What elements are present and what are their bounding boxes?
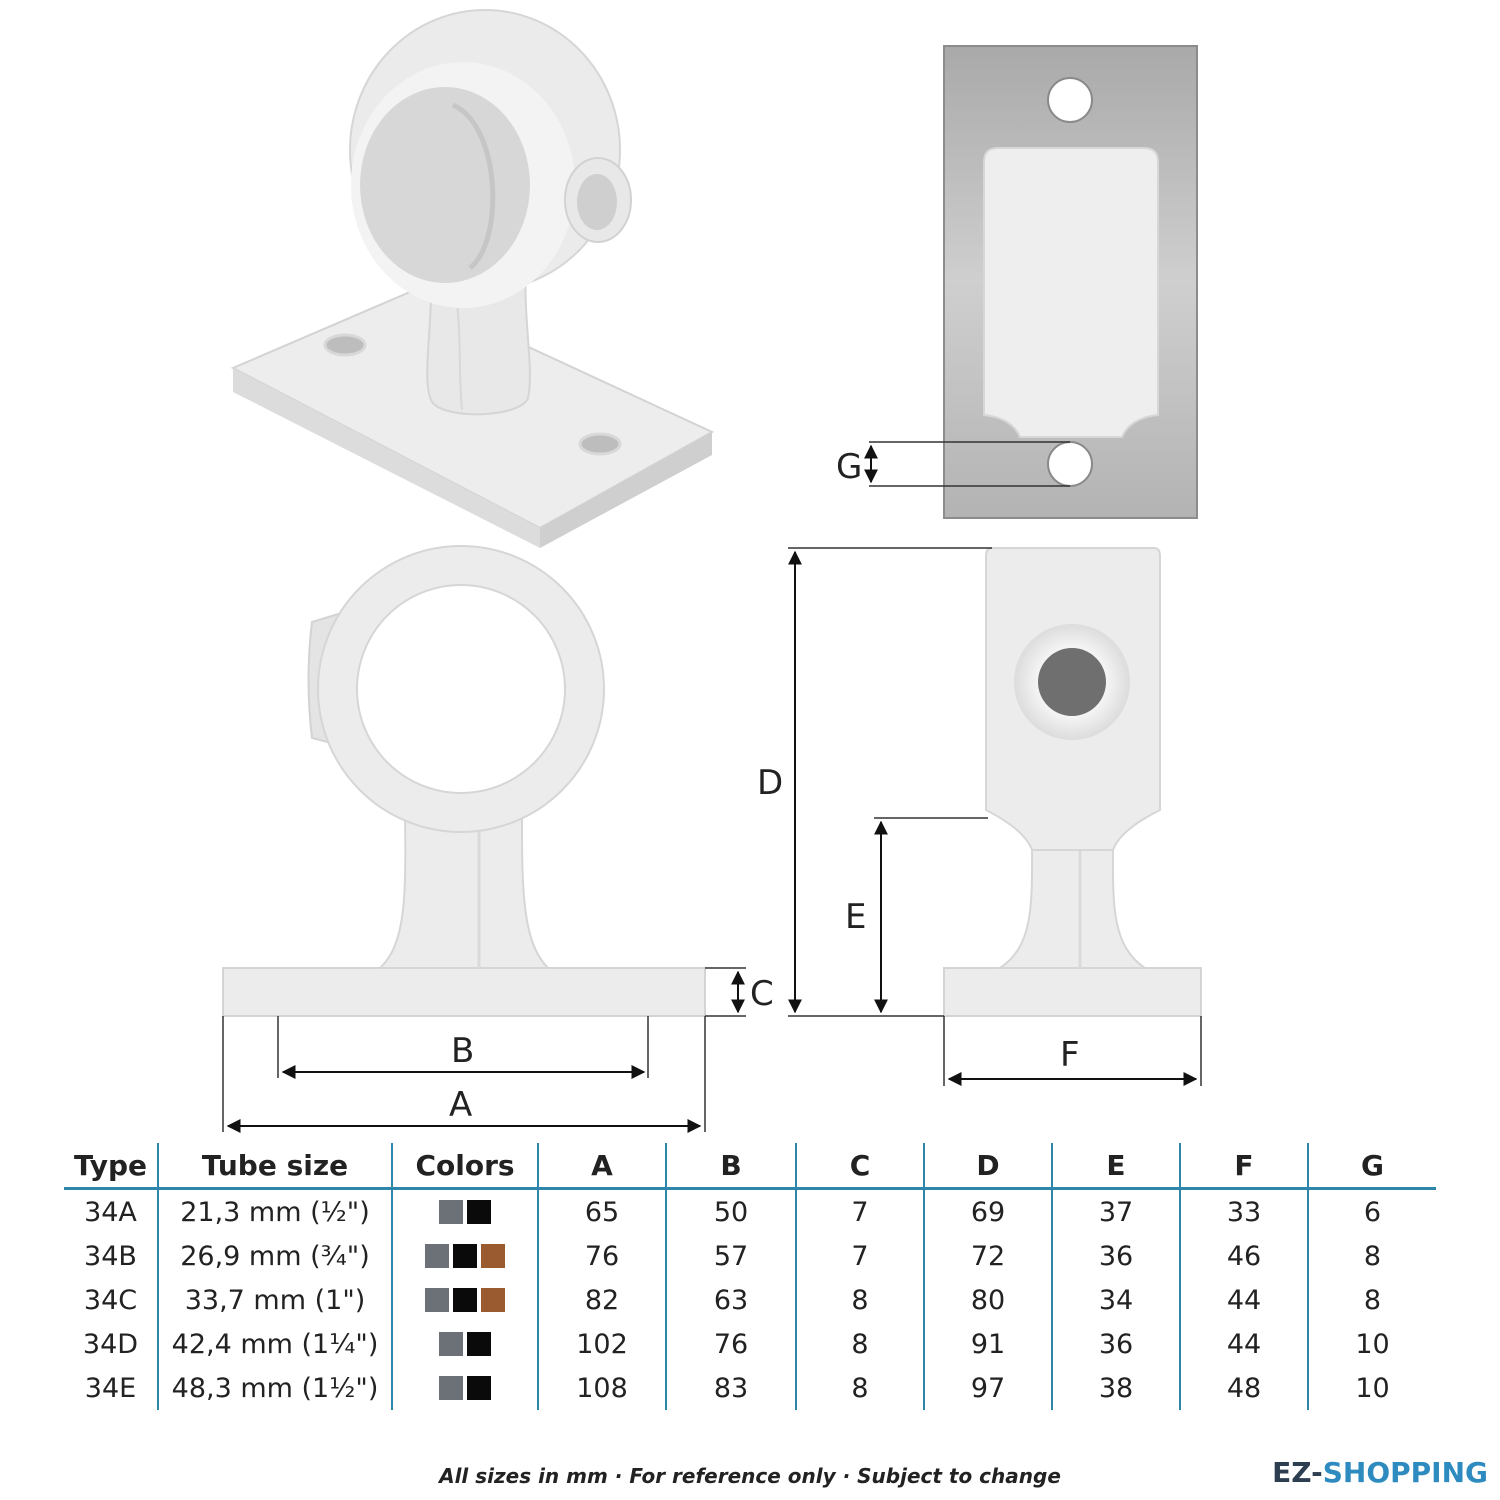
cell-c: 8 xyxy=(795,1322,924,1366)
cell-g: 6 xyxy=(1307,1188,1436,1234)
dim-label-b: B xyxy=(451,1031,474,1071)
cell-f: 48 xyxy=(1179,1366,1308,1410)
cell-colors xyxy=(391,1366,538,1410)
cell-a: 82 xyxy=(537,1278,666,1322)
cell-e: 36 xyxy=(1051,1234,1180,1278)
header-c: C xyxy=(795,1143,924,1190)
cell-b: 50 xyxy=(665,1188,796,1234)
cell-d: 80 xyxy=(923,1278,1052,1322)
table-row: 34A 21,3 mm (½") 65 50 7 69 37 33 6 xyxy=(64,1188,1436,1234)
cell-e: 36 xyxy=(1051,1322,1180,1366)
side-view: D E F xyxy=(757,547,1202,1086)
header-a: A xyxy=(537,1143,666,1190)
header-colors: Colors xyxy=(391,1143,538,1190)
brand-logo-part1: EZ- xyxy=(1272,1456,1323,1489)
cell-tube-size: 26,9 mm (¾") xyxy=(157,1234,392,1278)
cell-e: 34 xyxy=(1051,1278,1180,1322)
cell-type: 34E xyxy=(84,1372,137,1404)
cell-f: 44 xyxy=(1179,1278,1308,1322)
cell-tube-size: 33,7 mm (1") xyxy=(157,1278,392,1322)
table-row: 34C 33,7 mm (1") 82 63 8 80 34 44 8 xyxy=(64,1278,1436,1322)
color-swatch-grey xyxy=(425,1243,449,1268)
dim-label-d: D xyxy=(757,763,783,803)
color-swatch-black xyxy=(453,1243,477,1268)
cell-type: 34A xyxy=(84,1196,137,1228)
isometric-view xyxy=(230,9,715,548)
color-swatch-grey xyxy=(439,1199,463,1224)
header-b: B xyxy=(665,1143,796,1190)
cell-a: 102 xyxy=(537,1322,666,1366)
color-swatch-grey xyxy=(439,1331,463,1356)
dim-label-g: G xyxy=(836,447,862,487)
table-row: 34E 48,3 mm (1½") 108 83 8 97 38 48 10 xyxy=(64,1366,1436,1410)
cell-d: 69 xyxy=(923,1188,1052,1234)
cell-c: 8 xyxy=(795,1366,924,1410)
cell-c: 7 xyxy=(795,1234,924,1278)
color-swatch-grey xyxy=(439,1375,463,1400)
dim-label-c: C xyxy=(750,974,774,1014)
cell-colors xyxy=(391,1234,538,1278)
cell-b: 63 xyxy=(665,1278,796,1322)
header-g: G xyxy=(1307,1143,1436,1190)
technical-drawing: G B A C xyxy=(222,9,1202,1133)
cell-e: 38 xyxy=(1051,1366,1180,1410)
header-d: D xyxy=(923,1143,1052,1190)
brand-logo: EZ-SHOPPING xyxy=(1272,1456,1488,1489)
cell-tube-size: 42,4 mm (1¼") xyxy=(157,1322,392,1366)
table-row: 34D 42,4 mm (1¼") 102 76 8 91 36 44 10 xyxy=(64,1322,1436,1366)
color-swatch-brown xyxy=(481,1287,505,1312)
cell-a: 108 xyxy=(537,1366,666,1410)
cell-c: 7 xyxy=(795,1188,924,1234)
cell-f: 33 xyxy=(1179,1188,1308,1234)
brand-logo-part2: SHOPPING xyxy=(1322,1456,1488,1489)
cell-a: 65 xyxy=(537,1188,666,1234)
cell-g: 8 xyxy=(1307,1234,1436,1278)
cell-g: 10 xyxy=(1307,1366,1436,1410)
dim-label-a: A xyxy=(449,1085,472,1125)
footnote: All sizes in mm · For reference only · S… xyxy=(439,1464,1061,1488)
cell-type: 34C xyxy=(83,1284,138,1316)
color-swatch-black xyxy=(467,1199,491,1224)
cell-e: 37 xyxy=(1051,1188,1180,1234)
cell-b: 83 xyxy=(665,1366,796,1410)
cell-b: 57 xyxy=(665,1234,796,1278)
color-swatch-black xyxy=(467,1375,491,1400)
color-swatch-brown xyxy=(481,1243,505,1268)
specifications-table: Type Tube size Colors A B C D E F G 34A … xyxy=(64,1143,1436,1410)
top-view: G xyxy=(836,45,1198,519)
table-header-row: Type Tube size Colors A B C D E F G xyxy=(64,1143,1436,1190)
header-f: F xyxy=(1179,1143,1308,1190)
cell-colors xyxy=(391,1322,538,1366)
color-swatch-black xyxy=(453,1287,477,1312)
cell-type: 34D xyxy=(82,1328,139,1360)
cell-colors xyxy=(391,1278,538,1322)
header-type: Type xyxy=(64,1143,158,1190)
cell-b: 76 xyxy=(665,1322,796,1366)
cell-type: 34B xyxy=(84,1240,137,1272)
cell-colors xyxy=(391,1188,538,1234)
cell-tube-size: 48,3 mm (1½") xyxy=(157,1366,392,1410)
cell-g: 10 xyxy=(1307,1322,1436,1366)
cell-g: 8 xyxy=(1307,1278,1436,1322)
dim-label-e: E xyxy=(845,897,866,937)
cell-d: 91 xyxy=(923,1322,1052,1366)
cell-d: 72 xyxy=(923,1234,1052,1278)
cell-d: 97 xyxy=(923,1366,1052,1410)
cell-tube-size: 21,3 mm (½") xyxy=(157,1188,392,1234)
dim-label-f: F xyxy=(1060,1035,1080,1075)
cell-f: 46 xyxy=(1179,1234,1308,1278)
table-row: 34B 26,9 mm (¾") 76 57 7 72 36 46 8 xyxy=(64,1234,1436,1278)
color-swatch-grey xyxy=(425,1287,449,1312)
front-view: B A C xyxy=(222,545,774,1133)
header-e: E xyxy=(1051,1143,1180,1190)
cell-a: 76 xyxy=(537,1234,666,1278)
cell-c: 8 xyxy=(795,1278,924,1322)
cell-f: 44 xyxy=(1179,1322,1308,1366)
header-tube-size: Tube size xyxy=(157,1143,392,1190)
color-swatch-black xyxy=(467,1331,491,1356)
